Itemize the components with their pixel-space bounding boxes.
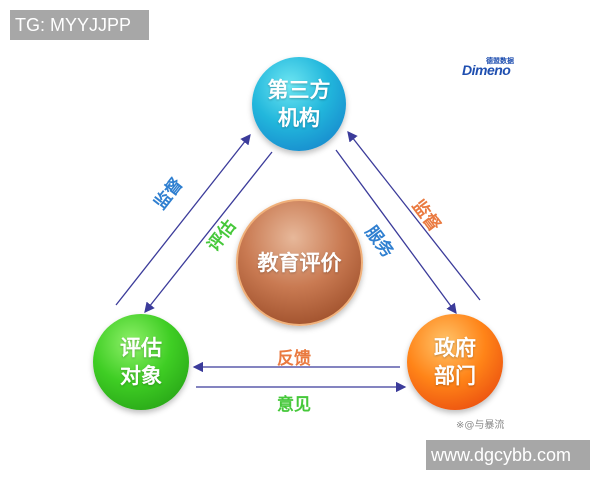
node-third-party-line2: 机构 bbox=[278, 106, 320, 130]
node-third-party-line1: 第三方 bbox=[267, 78, 331, 102]
node-evaluated-object-line1: 评估 bbox=[120, 336, 162, 360]
node-government-line2: 部门 bbox=[434, 364, 476, 388]
logo-en-text: Dimeno bbox=[462, 62, 511, 78]
node-third-party: 第三方 机构 bbox=[252, 57, 346, 151]
node-evaluated-object: 评估 对象 bbox=[93, 314, 189, 410]
watermark-bottom: www.dgcybb.com bbox=[426, 440, 590, 470]
edge-label-feedback: 反馈 bbox=[277, 349, 311, 369]
node-government-line1: 政府 bbox=[434, 336, 476, 360]
logo-cn-text: 德盟数据 bbox=[486, 57, 514, 65]
node-evaluated-object-line2: 对象 bbox=[120, 364, 162, 388]
node-education-evaluation: 教育评价 bbox=[236, 199, 363, 326]
source-credit: ※@与暴流 bbox=[456, 420, 505, 431]
watermark-top: TG: MYYJJPP bbox=[10, 10, 149, 40]
node-government: 政府 部门 bbox=[407, 314, 503, 410]
node-education-evaluation-label: 教育评价 bbox=[257, 250, 342, 275]
dimeno-logo: 德盟数据 Dimeno bbox=[462, 56, 522, 78]
edge-label-opinion: 意见 bbox=[277, 395, 311, 415]
